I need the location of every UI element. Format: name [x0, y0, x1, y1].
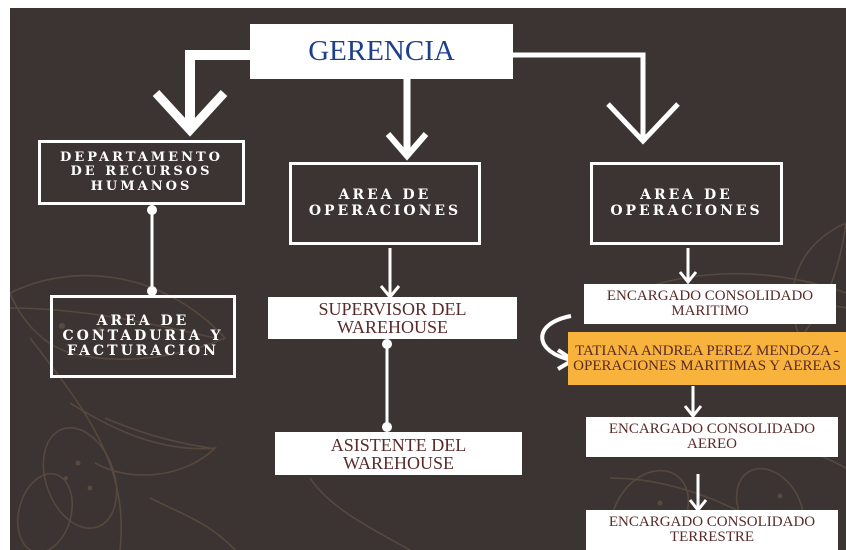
gerencia-label: GERENCIA	[308, 35, 455, 67]
tatiana-label: TATIANA ANDREA PEREZ MENDOZA - OPERACION…	[573, 342, 841, 374]
operaciones-2-box: AREA DE OPERACIONES	[590, 162, 783, 245]
arrow-operaciones-to-supervisor	[379, 248, 401, 300]
operaciones-2-label: AREA DE OPERACIONES	[610, 187, 763, 219]
asistente-label: ASISTENTE DEL WAREHOUSE	[330, 434, 467, 473]
aereo-label: ENCARGADO CONSOLIDADO AEREO	[608, 421, 816, 452]
rrhh-box: DEPARTAMENTO DE RECURSOS HUMANOS	[38, 140, 245, 205]
connector-layer	[147, 50, 708, 513]
asistente-box: ASISTENTE DEL WAREHOUSE	[275, 432, 522, 475]
contaduria-label: AREA DE CONTADURIA Y FACTURACION	[62, 312, 224, 360]
arrow-tatiana-to-aereo	[683, 386, 703, 419]
org-chart-canvas: GERENCIA DEPARTAMENTO DE RECURSOS HUMANO…	[10, 8, 846, 550]
aereo-box: ENCARGADO CONSOLIDADO AEREO	[586, 417, 838, 457]
maritimo-box: ENCARGADO CONSOLIDADO MARITIMO	[584, 284, 836, 324]
connector-supervisor-to-asistente	[382, 339, 392, 432]
supervisor-box: SUPERVISOR DEL WAREHOUSE	[268, 297, 517, 339]
arrow-gerencia-to-operaciones-2	[513, 52, 680, 145]
arrow-aereo-to-terrestre	[688, 474, 708, 513]
supervisor-label: SUPERVISOR DEL WAREHOUSE	[318, 299, 467, 337]
terrestre-label: ENCARGADO CONSOLIDADO TERRESTRE	[608, 514, 816, 545]
operaciones-1-label: AREA DE OPERACIONES	[308, 187, 462, 219]
connector-rrhh-to-contaduria	[147, 205, 157, 296]
arrow-operaciones-to-maritimo	[678, 248, 698, 285]
maritimo-label: ENCARGADO CONSOLIDADO MARITIMO	[606, 288, 814, 319]
contaduria-box: AREA DE CONTADURIA Y FACTURACION	[50, 295, 236, 378]
arrow-gerencia-to-operaciones-1	[385, 78, 429, 161]
rrhh-label: DEPARTAMENTO DE RECURSOS HUMANOS	[60, 150, 223, 194]
operaciones-1-box: AREA DE OPERACIONES	[289, 162, 481, 245]
arrow-gerencia-to-rrhh	[152, 50, 250, 137]
tatiana-box: TATIANA ANDREA PEREZ MENDOZA - OPERACION…	[568, 332, 846, 385]
gerencia-box: GERENCIA	[250, 24, 513, 79]
terrestre-box: ENCARGADO CONSOLIDADO TERRESTRE	[586, 510, 838, 550]
